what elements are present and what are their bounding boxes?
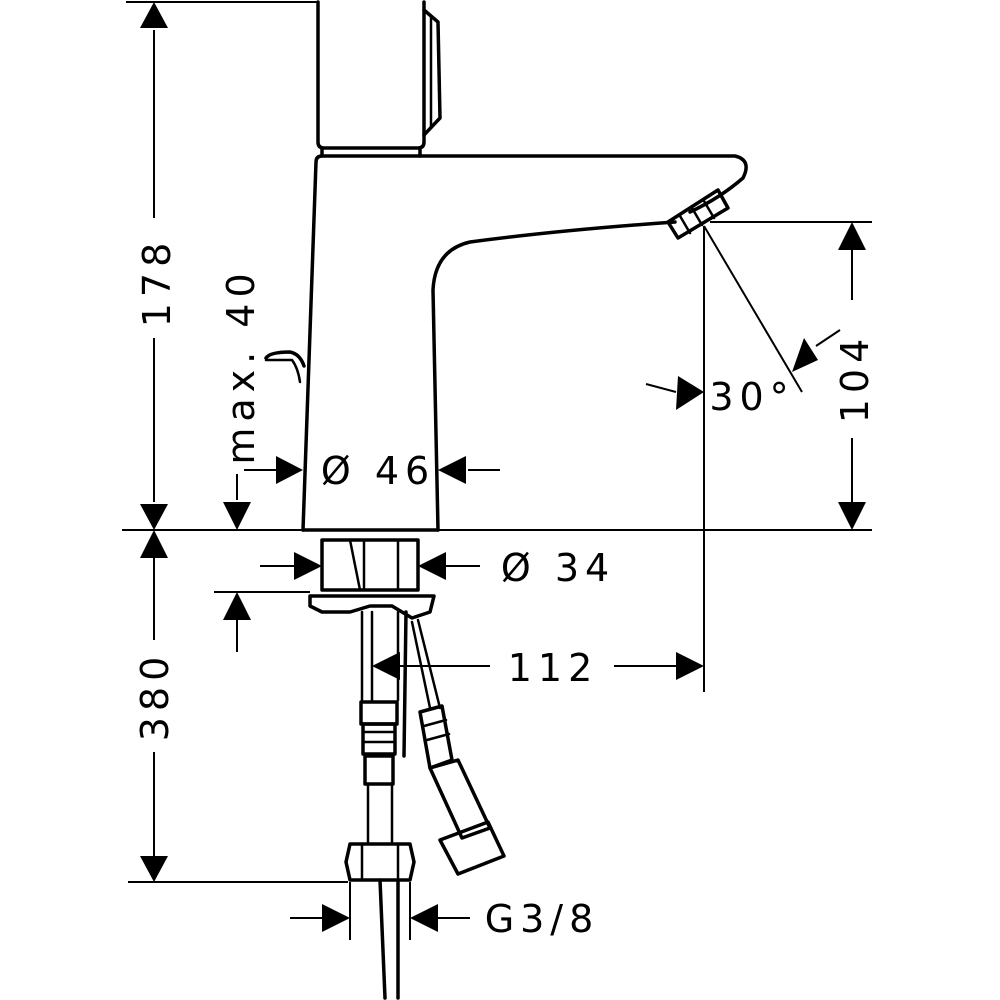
dimension-spout-reach bbox=[372, 652, 704, 680]
faucet-handle bbox=[316, 0, 442, 158]
dimension-spout-height bbox=[710, 221, 872, 530]
dimension-base-diameter bbox=[260, 552, 480, 580]
pop-up-lever bbox=[264, 350, 306, 384]
dimension-overall-height bbox=[126, 1, 318, 530]
label-connection-thread: G3/8 bbox=[485, 897, 600, 941]
aerator bbox=[666, 188, 730, 240]
label-base-diameter: Ø 34 bbox=[501, 546, 615, 590]
dimension-spray-angle bbox=[645, 225, 841, 692]
dimension-connection-thread bbox=[290, 882, 470, 940]
label-spout-height: 104 bbox=[833, 333, 877, 424]
hose-straight bbox=[344, 610, 416, 882]
mounting-shank bbox=[308, 538, 436, 620]
dimension-max-height bbox=[214, 474, 310, 652]
dimension-body-diameter bbox=[244, 456, 500, 484]
label-body-diameter: Ø 46 bbox=[321, 449, 435, 493]
dimension-hose-length bbox=[128, 530, 348, 883]
label-spout-reach: 112 bbox=[508, 646, 599, 690]
label-hose-length: 380 bbox=[133, 651, 177, 742]
hose-angled bbox=[410, 618, 506, 876]
label-overall-height: 178 bbox=[135, 237, 179, 328]
label-spray-angle: 30° bbox=[709, 375, 794, 419]
label-max-height: max. 40 bbox=[219, 267, 263, 464]
connection-pipe bbox=[378, 878, 400, 1000]
